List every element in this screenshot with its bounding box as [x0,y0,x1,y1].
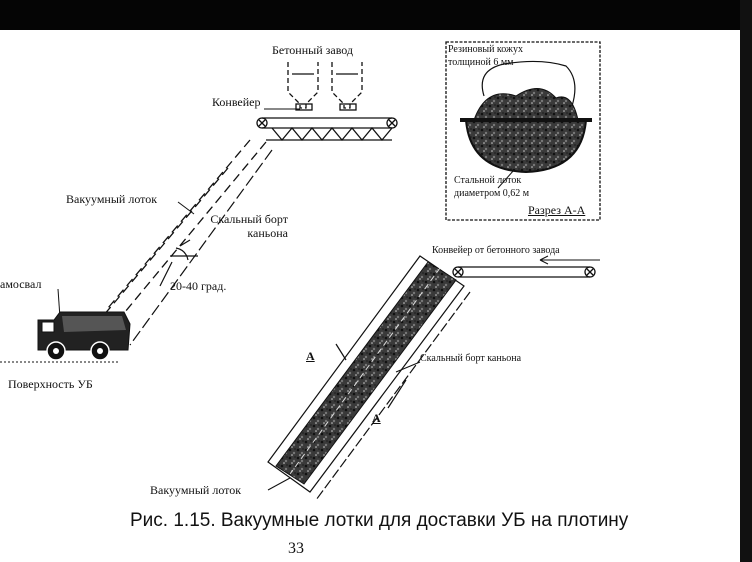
chute-right-leader [267,477,291,491]
conveyor-arrow-icon [539,255,600,265]
vacuum-chute-label: Вакуумный лоток [66,192,158,206]
surface-label: Поверхность УБ [8,377,93,391]
steel-chute-label: Стальной лоток диаметром 0,62 м [454,175,530,199]
canyon-wall-left [129,149,273,346]
rubber-cover-label: Резиновый кожух толщиной 6 мм [448,44,523,68]
concrete-plant-label: Бетонный завод [272,43,354,57]
section-marker-a2: А [372,411,381,425]
cut-mark-a1 [335,343,347,361]
section-marker-a1: А [306,349,315,363]
page-number: 33 [288,540,304,557]
cut-mark-a2 [387,379,407,409]
vacuum-chute-left [97,139,267,323]
conveyor-from-plant-label: Конвейер от бетонного завода [432,245,560,256]
steel-leader [497,169,515,189]
vacuum-chute-right-label: Вакуумный лоток [150,483,242,497]
vacuum-chute-right [267,255,465,493]
dump-truck-icon [37,311,131,361]
section-title: Разрез А-А [528,203,586,217]
scan-border-top [0,0,752,30]
angle-label: 20-40 град. [170,279,227,293]
chute-leader [177,201,195,215]
canyon-wall-label: Скальный борт каньона [210,212,288,241]
conveyor-top [256,117,398,142]
canyon-wall-right-label: Скальный борт каньона [420,353,522,364]
section-cross [460,60,592,174]
concrete-plant [287,62,363,111]
figure-caption: Рис. 1.15. Вакуумные лотки для доставки … [130,510,629,531]
conveyor-label: Конвейер [212,95,261,109]
canyon-wall-right [315,291,471,501]
wall-right-leader [395,361,421,373]
scan-border-right [740,0,752,562]
conveyor-right [452,266,596,278]
angle-marker [159,239,198,287]
dump-truck-label: амосвал [0,277,42,291]
